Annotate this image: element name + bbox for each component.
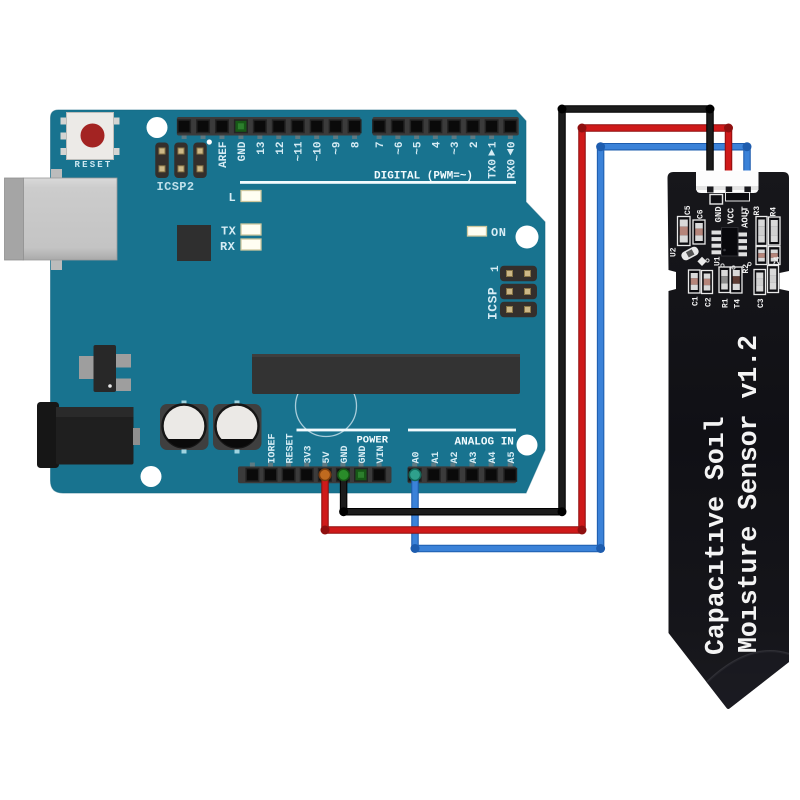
svg-text:RX0: RX0 xyxy=(506,159,518,179)
svg-text:C2: C2 xyxy=(705,297,714,307)
svg-text:R1: R1 xyxy=(722,298,731,308)
svg-text:13: 13 xyxy=(256,141,268,155)
svg-text:C3: C3 xyxy=(757,298,766,308)
svg-text:ON: ON xyxy=(491,226,507,240)
svg-text:12: 12 xyxy=(275,142,287,155)
svg-text:RESET: RESET xyxy=(75,160,113,170)
svg-text:A4: A4 xyxy=(488,451,499,463)
svg-text:3V3: 3V3 xyxy=(304,445,315,463)
svg-text:L: L xyxy=(229,191,236,205)
svg-text:A2: A2 xyxy=(450,451,461,463)
svg-text:Capacıtıve Soıl: Capacıtıve Soıl xyxy=(701,416,731,655)
svg-text:GND: GND xyxy=(340,445,351,463)
svg-text:U2: U2 xyxy=(670,247,679,257)
svg-text:~3: ~3 xyxy=(450,141,462,155)
svg-text:RESET: RESET xyxy=(286,433,297,463)
svg-text:~10: ~10 xyxy=(313,142,325,162)
svg-text:RX: RX xyxy=(220,240,236,254)
svg-text:AOUT: AOUT xyxy=(741,206,751,228)
svg-text:R3: R3 xyxy=(753,206,762,216)
svg-text:TX: TX xyxy=(221,225,237,239)
svg-text:A0: A0 xyxy=(412,451,423,463)
svg-text:~6: ~6 xyxy=(394,142,406,155)
svg-text:C4: C4 xyxy=(773,256,782,266)
svg-text:5V: 5V xyxy=(322,451,333,463)
svg-text:VCC: VCC xyxy=(727,207,737,224)
svg-text:C5: C5 xyxy=(684,205,693,215)
svg-text:C1: C1 xyxy=(692,296,701,306)
svg-text:GND: GND xyxy=(237,141,249,161)
svg-text:~11: ~11 xyxy=(294,141,306,161)
svg-text:IOREF: IOREF xyxy=(268,433,279,463)
svg-text:7: 7 xyxy=(375,142,387,149)
svg-text:T4: T4 xyxy=(734,299,743,309)
svg-text:AREF: AREF xyxy=(218,142,230,168)
svg-text:2: 2 xyxy=(469,142,481,149)
svg-text:ANALOG IN: ANALOG IN xyxy=(455,437,514,449)
svg-text:TX0: TX0 xyxy=(488,159,500,179)
svg-text:POWER: POWER xyxy=(357,435,389,447)
svg-text:1: 1 xyxy=(490,265,502,272)
svg-text:C6: C6 xyxy=(697,209,706,219)
svg-text:A5: A5 xyxy=(507,451,518,463)
svg-text:R4: R4 xyxy=(770,207,779,217)
svg-text:Moısture Sensor v1.2: Moısture Sensor v1.2 xyxy=(734,335,764,653)
svg-text:1: 1 xyxy=(488,141,500,148)
svg-text:R2: R2 xyxy=(742,264,751,274)
svg-text:4: 4 xyxy=(431,141,443,148)
svg-text:~5: ~5 xyxy=(413,141,425,155)
svg-text:~9: ~9 xyxy=(332,142,344,155)
svg-text:A3: A3 xyxy=(469,451,480,463)
svg-text:ICSP: ICSP xyxy=(486,287,501,320)
svg-text:U1: U1 xyxy=(714,256,723,266)
svg-text:DIGITAL (PWM=~): DIGITAL (PWM=~) xyxy=(374,171,473,183)
svg-text:ICSP2: ICSP2 xyxy=(157,180,195,194)
svg-text:VIN: VIN xyxy=(376,445,387,463)
svg-text:8: 8 xyxy=(351,141,363,148)
svg-text:GND: GND xyxy=(714,206,724,223)
svg-text:0: 0 xyxy=(506,142,518,149)
svg-text:A1: A1 xyxy=(431,451,442,463)
svg-text:GND: GND xyxy=(358,445,369,463)
